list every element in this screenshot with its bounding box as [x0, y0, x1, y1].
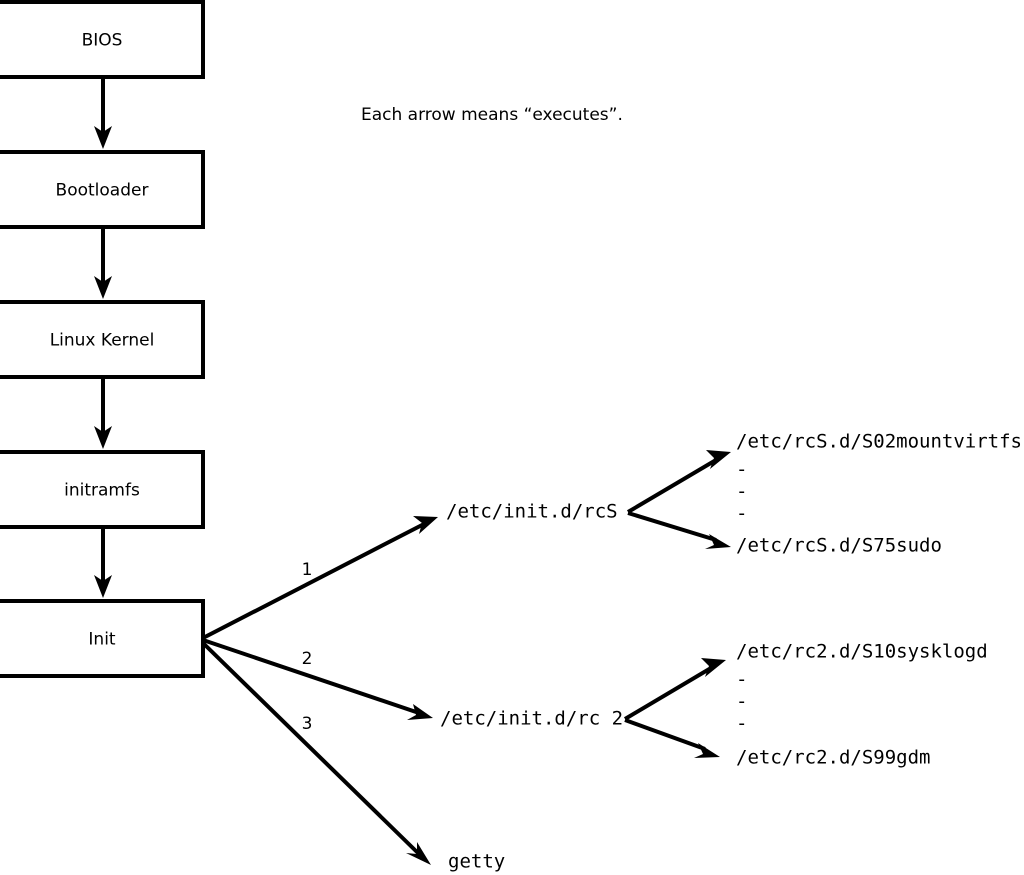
branch-target-getty-label: getty: [448, 851, 505, 873]
legend-note: Each arrow means “executes”.: [361, 105, 623, 125]
node-init-label: Init: [88, 630, 116, 650]
rcs-ellipsis-3: -: [736, 503, 747, 525]
arrow-bootloader-to-kernel: [94, 227, 112, 299]
edge-number-3: 3: [302, 714, 313, 734]
edge-number-2: 2: [302, 649, 313, 669]
arrow-init-branch-1: [202, 516, 438, 640]
node-initramfs-label: initramfs: [64, 481, 140, 501]
node-init-rect: [0, 599, 205, 678]
node-bios[interactable]: BIOS: [0, 0, 205, 79]
rc2-script-last: /etc/rc2.d/S99gdm: [736, 747, 930, 769]
arrow-initramfs-to-init: [94, 527, 112, 598]
node-initramfs[interactable]: initramfs: [0, 450, 205, 529]
rcs-ellipsis-1: -: [736, 459, 747, 481]
arrow-rc2-to-first-script: [623, 658, 726, 721]
rcs-script-first: /etc/rcS.d/S02mountvirtfs: [736, 431, 1022, 453]
node-init[interactable]: Init: [0, 599, 205, 678]
node-bios-label: BIOS: [82, 31, 123, 51]
node-bootloader[interactable]: Bootloader: [0, 150, 205, 229]
edge-number-1: 1: [302, 560, 313, 580]
arrow-rcs-to-last-script: [627, 511, 731, 549]
arrow-bios-to-bootloader: [94, 77, 112, 149]
arrow-init-branch-2: [202, 638, 433, 720]
node-bootloader-rect: [0, 150, 205, 229]
rc2-ellipsis-2: -: [736, 691, 747, 713]
node-bios-rect: [0, 0, 205, 79]
node-linux-kernel-rect: [0, 300, 205, 379]
arrow-init-branch-3: [201, 641, 431, 865]
arrow-kernel-to-initramfs: [94, 377, 112, 449]
arrow-rc2-to-last-script: [624, 718, 720, 758]
arrow-rcs-to-first-script: [626, 450, 731, 514]
branch-target-rc2-label: /etc/init.d/rc 2: [440, 708, 623, 730]
rcs-ellipsis-2: -: [736, 481, 747, 503]
rcs-script-last: /etc/rcS.d/S75sudo: [736, 535, 942, 557]
node-linux-kernel[interactable]: Linux Kernel: [0, 300, 205, 379]
rc2-script-first: /etc/rc2.d/S10sysklogd: [736, 641, 988, 663]
node-initramfs-rect: [0, 450, 205, 529]
node-linux-kernel-label: Linux Kernel: [50, 331, 155, 351]
node-bootloader-label: Bootloader: [56, 181, 149, 201]
rc2-ellipsis-3: -: [736, 713, 747, 735]
rc2-ellipsis-1: -: [736, 669, 747, 691]
branch-target-rcs-label: /etc/init.d/rcS: [446, 501, 618, 523]
